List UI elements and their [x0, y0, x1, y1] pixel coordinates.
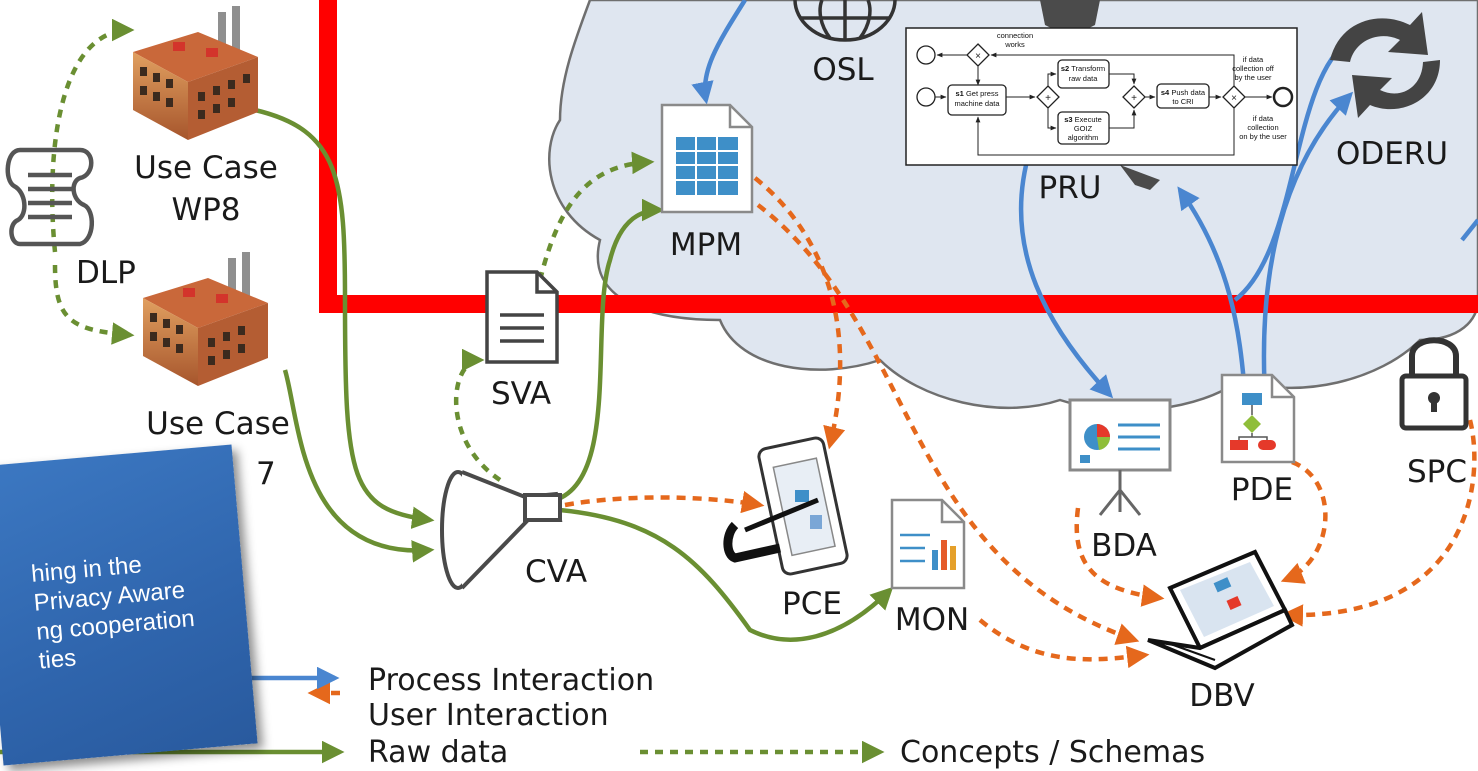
- bda-label: BDA: [1091, 528, 1157, 564]
- cva-label: CVA: [525, 554, 587, 590]
- bda-presentation-icon: [1068, 398, 1172, 516]
- bpmn-on-3: on by the user: [1239, 132, 1287, 141]
- pce-tablet-icon: [723, 436, 849, 576]
- bpmn-s1-line2: machine data: [954, 99, 1000, 108]
- bpmn-s4-line2: to CRI: [1172, 97, 1193, 106]
- legend: Process Interaction User Interaction Raw…: [250, 663, 1205, 770]
- osl-globe-icon: [793, 0, 897, 42]
- bpmn-s3-line3: algorithm: [1068, 133, 1099, 142]
- spc-padlock-icon: [1399, 337, 1469, 431]
- bpmn-s2-label: s2 Transform: [1061, 64, 1105, 73]
- bpmn-process-inset: × + + × connection works s1 Get press machi…: [905, 27, 1298, 166]
- factory-wp8-icon: [133, 6, 258, 140]
- factory-wp7-icon: [143, 252, 268, 386]
- mpm-spreadsheet-icon: [660, 103, 754, 214]
- dlp-label: DLP: [76, 255, 136, 291]
- bpmn-s3-line2: GOIZ: [1074, 124, 1093, 133]
- user-edges: [307, 176, 1477, 705]
- bpmn-off-3: by the user: [1234, 73, 1272, 82]
- oderu-refresh-icon: [1330, 12, 1440, 118]
- bpmn-off-2: collection off: [1232, 64, 1274, 73]
- legend-process-label: Process Interaction: [368, 663, 654, 698]
- use-case-wp7-fragment: 7: [256, 456, 276, 492]
- dlp-scroll-icon: [5, 147, 94, 247]
- bpmn-connection-works-1: connection: [997, 31, 1033, 40]
- pce-label: PCE: [782, 586, 842, 622]
- osl-label: OSL: [812, 52, 874, 88]
- bpmn-on-2: collection: [1247, 123, 1278, 132]
- legend-raw-label: Raw data: [368, 735, 508, 770]
- dbv-label: DBV: [1189, 678, 1254, 714]
- mon-label: MON: [895, 602, 969, 638]
- sva-document-icon: [485, 270, 559, 364]
- cva-funnel-icon: [440, 470, 563, 590]
- svg-text:×: ×: [975, 51, 981, 62]
- svg-text:×: ×: [1231, 93, 1237, 104]
- bpmn-s4-label: s4 Push data: [1161, 88, 1206, 97]
- bpmn-off-1: if data: [1243, 55, 1264, 64]
- bpmn-s1-label: s1 Get press: [956, 89, 999, 98]
- svg-text:+: +: [1131, 93, 1137, 104]
- dbv-laptop-icon: [1147, 549, 1295, 671]
- highlight-frame: [319, 0, 1478, 313]
- oderu-label: ODERU: [1336, 136, 1448, 172]
- pru-gear-icon: [1040, 0, 1160, 190]
- concept-edges: [49, 18, 885, 764]
- sva-label: SVA: [491, 376, 551, 412]
- pde-flowchart-icon: [1220, 373, 1296, 464]
- use-case-wp7-label: Use Case: [146, 406, 290, 442]
- use-case-wp8-label-2: WP8: [171, 192, 240, 228]
- pde-label: PDE: [1231, 472, 1293, 508]
- bpmn-connection-works-2: works: [1004, 40, 1025, 49]
- bpmn-on-1: if data: [1253, 114, 1274, 123]
- legend-user-label: User Interaction: [368, 698, 609, 733]
- use-case-wp8-label-1: Use Case: [134, 150, 278, 186]
- spc-label: SPC: [1407, 454, 1467, 490]
- mpm-label: MPM: [670, 227, 742, 263]
- mon-report-icon: [890, 498, 966, 590]
- pru-label: PRU: [1039, 170, 1102, 206]
- overlay-note-text: hing in the Privacy Aware ng cooperation…: [30, 539, 279, 675]
- bpmn-s2-line2: raw data: [1069, 74, 1099, 83]
- legend-concepts-label: Concepts / Schemas: [900, 735, 1205, 770]
- bpmn-s3-label: s3 Execute: [1064, 115, 1102, 124]
- svg-text:+: +: [1045, 93, 1051, 104]
